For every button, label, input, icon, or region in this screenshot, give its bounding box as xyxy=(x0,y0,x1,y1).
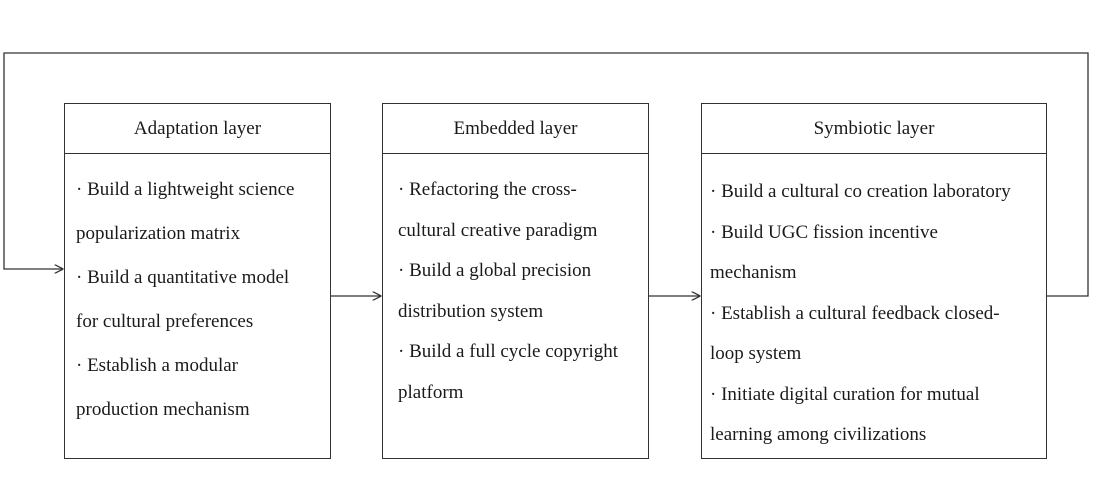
embedded-line: cultural creative paradigm xyxy=(398,219,598,241)
embedded-layer-box: Embedded layer · Refactoring the cross- … xyxy=(382,103,649,459)
symbiotic-line: learning among civilizations xyxy=(710,424,927,445)
symbiotic-layer-box: Symbiotic layer · Build a cultural co cr… xyxy=(701,103,1047,459)
embedded-layer-title: Embedded layer xyxy=(383,104,648,154)
symbiotic-line: · Build UGC fission incentive xyxy=(710,221,938,243)
symbiotic-line: · Build a cultural co creation laborator… xyxy=(710,181,1011,202)
symbiotic-line: · Establish a cultural feedback closed- xyxy=(710,302,1000,324)
embedded-line: platform xyxy=(398,381,464,403)
symbiotic-line: loop system xyxy=(710,343,802,364)
embedded-layer-content: · Refactoring the cross- cultural creati… xyxy=(383,154,648,421)
adaptation-layer-box: Adaptation layer · Build a lightweight s… xyxy=(64,103,331,459)
adaptation-line: · Establish a modular xyxy=(76,355,238,376)
adaptation-layer-content: · Build a lightweight science populariza… xyxy=(65,154,330,442)
adaptation-line: popularization matrix xyxy=(76,223,241,244)
adaptation-line: production mechanism xyxy=(76,399,250,420)
embedded-line: · Refactoring the cross- xyxy=(398,179,577,200)
adaptation-line: · Build a quantitative model xyxy=(76,267,290,288)
embedded-line: · Build a full cycle copyright xyxy=(398,341,619,362)
embedded-line: distribution system xyxy=(398,300,544,322)
adaptation-line: · Build a lightweight science xyxy=(76,179,295,200)
embedded-line: · Build a global precision xyxy=(398,260,592,281)
symbiotic-layer-content: · Build a cultural co creation laborator… xyxy=(702,154,1046,464)
adaptation-layer-title: Adaptation layer xyxy=(65,104,330,154)
symbiotic-line: · Initiate digital curation for mutual xyxy=(710,383,980,405)
symbiotic-layer-title: Symbiotic layer xyxy=(702,104,1046,154)
feedback-loop-arrow xyxy=(3,52,1089,297)
adaptation-line: for cultural preferences xyxy=(76,311,254,332)
symbiotic-line: mechanism xyxy=(710,262,797,283)
